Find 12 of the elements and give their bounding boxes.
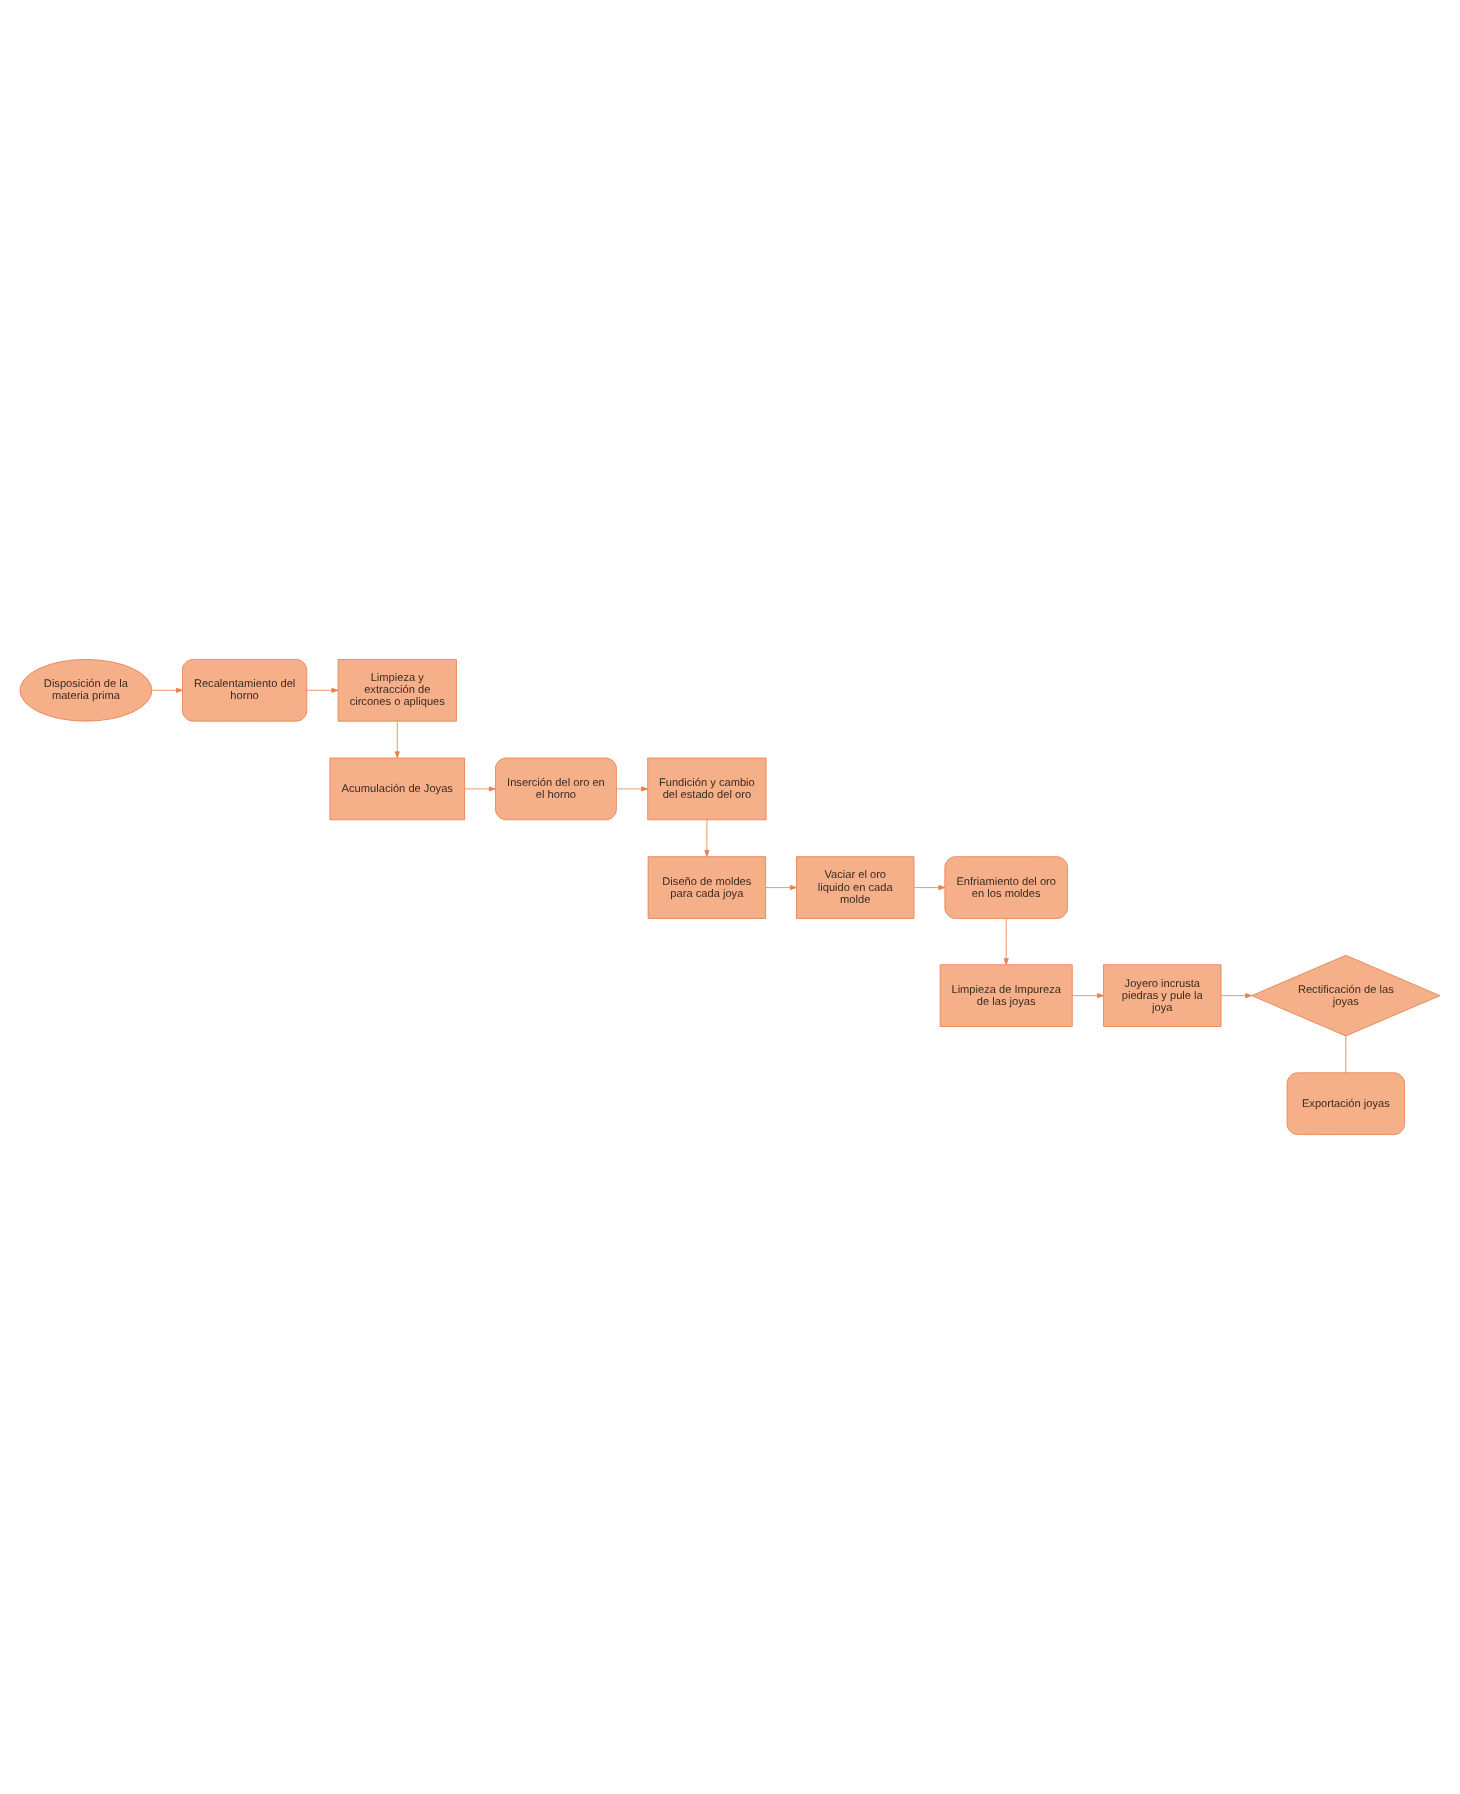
connector (1345, 1035, 1347, 1074)
arrow (1003, 918, 1009, 966)
arrow (704, 819, 710, 857)
arrow (616, 786, 648, 792)
arrow (464, 786, 496, 792)
arrow (394, 720, 400, 759)
arrow (1071, 993, 1104, 999)
arrow (306, 687, 339, 693)
arrow (1220, 993, 1252, 999)
arrow (913, 885, 946, 891)
arrow (765, 885, 797, 891)
arrow (151, 687, 183, 693)
